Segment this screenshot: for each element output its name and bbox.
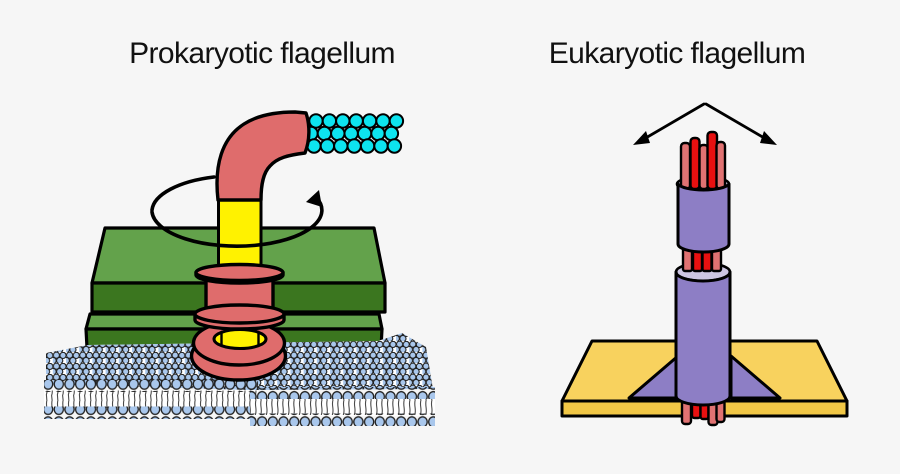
phospholipid-bilayer-left: [44, 380, 258, 419]
lower-ring: [193, 303, 286, 331]
prokaryotic-flagellum-figure: Prokaryotic flagellum: [44, 37, 435, 426]
left-arrow-head: [633, 131, 650, 145]
axoneme-upper-segment: [676, 182, 731, 254]
hook: [215, 110, 311, 202]
rotation-arrow-back: [150, 175, 216, 212]
pointer-arrows: [633, 102, 777, 145]
eukaryotic-flagellum-figure: Eukaryotic flagellum: [549, 37, 849, 427]
eukaryotic-title: Eukaryotic flagellum: [549, 37, 805, 70]
rotation-arrow-head: [306, 190, 322, 207]
prokaryotic-title: Prokaryotic flagellum: [129, 37, 395, 70]
rotation-arrow-front: [150, 195, 324, 248]
phospholipid-bilayer-right: [250, 387, 435, 426]
upper-ring: [194, 262, 285, 285]
microtubules-top: [679, 130, 727, 191]
right-arrow-head: [760, 131, 777, 145]
axoneme-lower-segment: [674, 270, 732, 407]
filament-beads: [303, 113, 405, 154]
